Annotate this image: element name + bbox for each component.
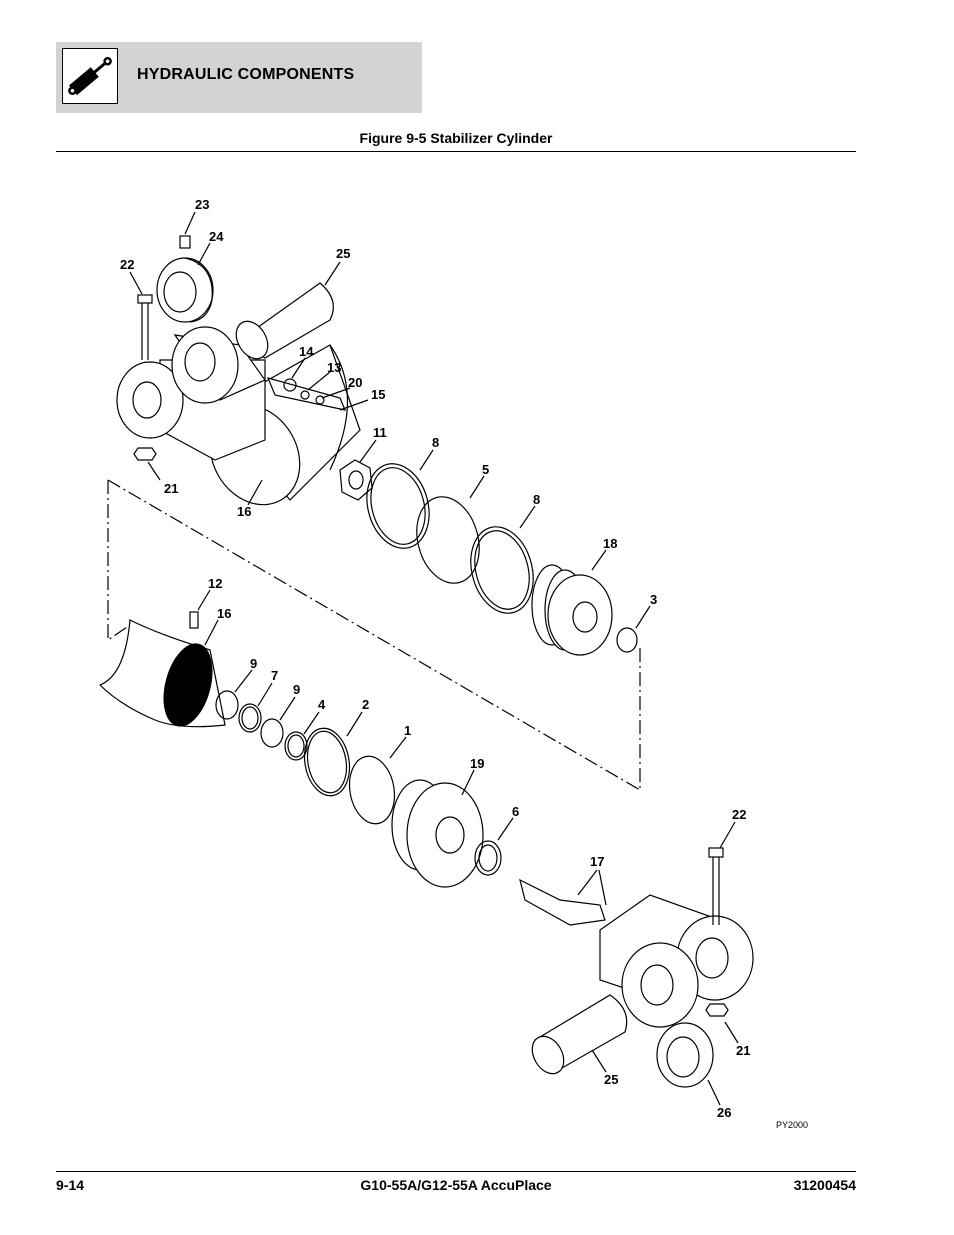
callout-21-bottom: 21 (736, 1043, 750, 1058)
callout-6: 6 (512, 804, 519, 819)
model-name: G10-55A/G12-55A AccuPlace (360, 1177, 552, 1193)
callout-23: 23 (195, 197, 209, 212)
callout-14: 14 (299, 344, 314, 359)
callout-16-rod: 16 (217, 606, 231, 621)
callout-5: 5 (482, 462, 489, 477)
callout-22-bottom: 22 (732, 807, 746, 822)
callout-7: 7 (271, 668, 278, 683)
callout-18: 18 (603, 536, 617, 551)
callout-11: 11 (373, 425, 387, 440)
callout-3: 3 (650, 592, 657, 607)
callout-2: 2 (362, 697, 369, 712)
callout-13: 13 (327, 360, 341, 375)
section-title: HYDRAULIC COMPONENTS (137, 66, 355, 83)
callout-labels: 23 24 22 25 14 13 20 15 11 8 5 8 18 3 21… (120, 197, 750, 1120)
figure-caption: Figure 9-5 Stabilizer Cylinder (359, 130, 553, 146)
callout-1: 1 (404, 723, 411, 738)
top-divider (56, 151, 856, 152)
stabilizer-cylinder-diagram: 23 24 22 25 14 13 20 15 11 8 5 8 18 3 21… (98, 197, 808, 1130)
callout-22-top: 22 (120, 257, 134, 272)
callout-9-a: 9 (250, 656, 257, 671)
callout-17: 17 (590, 854, 604, 869)
callout-16-barrel: 16 (237, 504, 251, 519)
callout-4: 4 (318, 697, 326, 712)
callout-19: 19 (470, 756, 484, 771)
callout-9-b: 9 (293, 682, 300, 697)
figure-reference-code: PY2000 (776, 1120, 808, 1130)
document-number: 31200454 (793, 1177, 856, 1193)
callout-24: 24 (209, 229, 224, 244)
callout-15: 15 (371, 387, 385, 402)
callout-8-a: 8 (432, 435, 439, 450)
callout-8-b: 8 (533, 492, 540, 507)
bottom-divider (56, 1171, 856, 1172)
callout-12: 12 (208, 576, 222, 591)
hydraulic-cylinder-icon (62, 48, 118, 104)
callout-25-top: 25 (336, 246, 350, 261)
callout-21-top: 21 (164, 481, 178, 496)
callout-25-bottom: 25 (604, 1072, 618, 1087)
callout-26: 26 (717, 1105, 731, 1120)
page-number: 9-14 (56, 1177, 85, 1193)
callout-20: 20 (348, 375, 362, 390)
